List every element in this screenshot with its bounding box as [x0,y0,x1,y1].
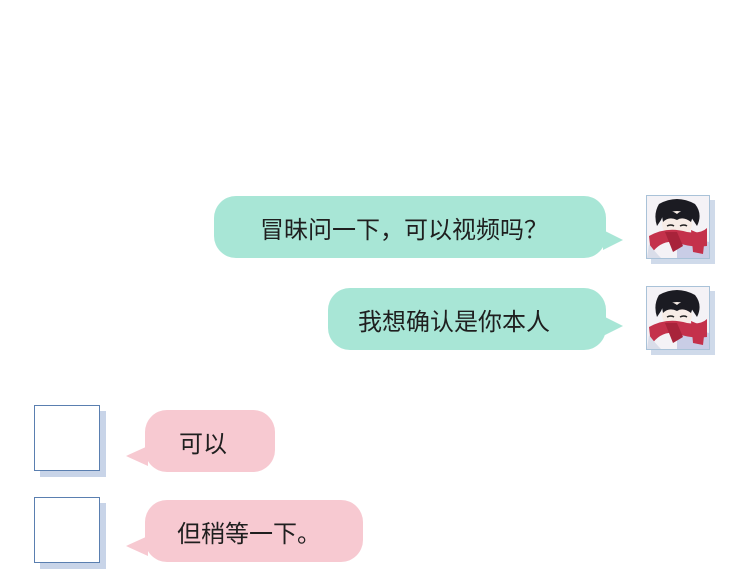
receiver-avatar[interactable] [34,405,100,471]
bubble-tail [126,446,148,466]
bubble-tail [126,536,148,556]
message-text: 但稍等一下。 [177,519,321,548]
sender-avatar[interactable] [646,195,710,259]
bubble-tail [603,230,623,250]
message-bubble-sent: 冒昧问一下，可以视频吗？ [214,196,606,258]
anime-character-red-scarf-icon [647,287,709,349]
anime-character-red-scarf-icon [647,196,709,258]
message-bubble-received: 但稍等一下。 [145,500,363,562]
message-text: 可以 [179,429,227,458]
message-bubble-sent: 我想确认是你本人 [328,288,606,350]
sender-avatar[interactable] [646,286,710,350]
bubble-tail [603,316,623,336]
message-text: 我想确认是你本人 [358,307,550,336]
message-text: 冒昧问一下，可以视频吗？ [260,215,548,244]
message-bubble-received: 可以 [145,410,275,472]
receiver-avatar[interactable] [34,497,100,563]
